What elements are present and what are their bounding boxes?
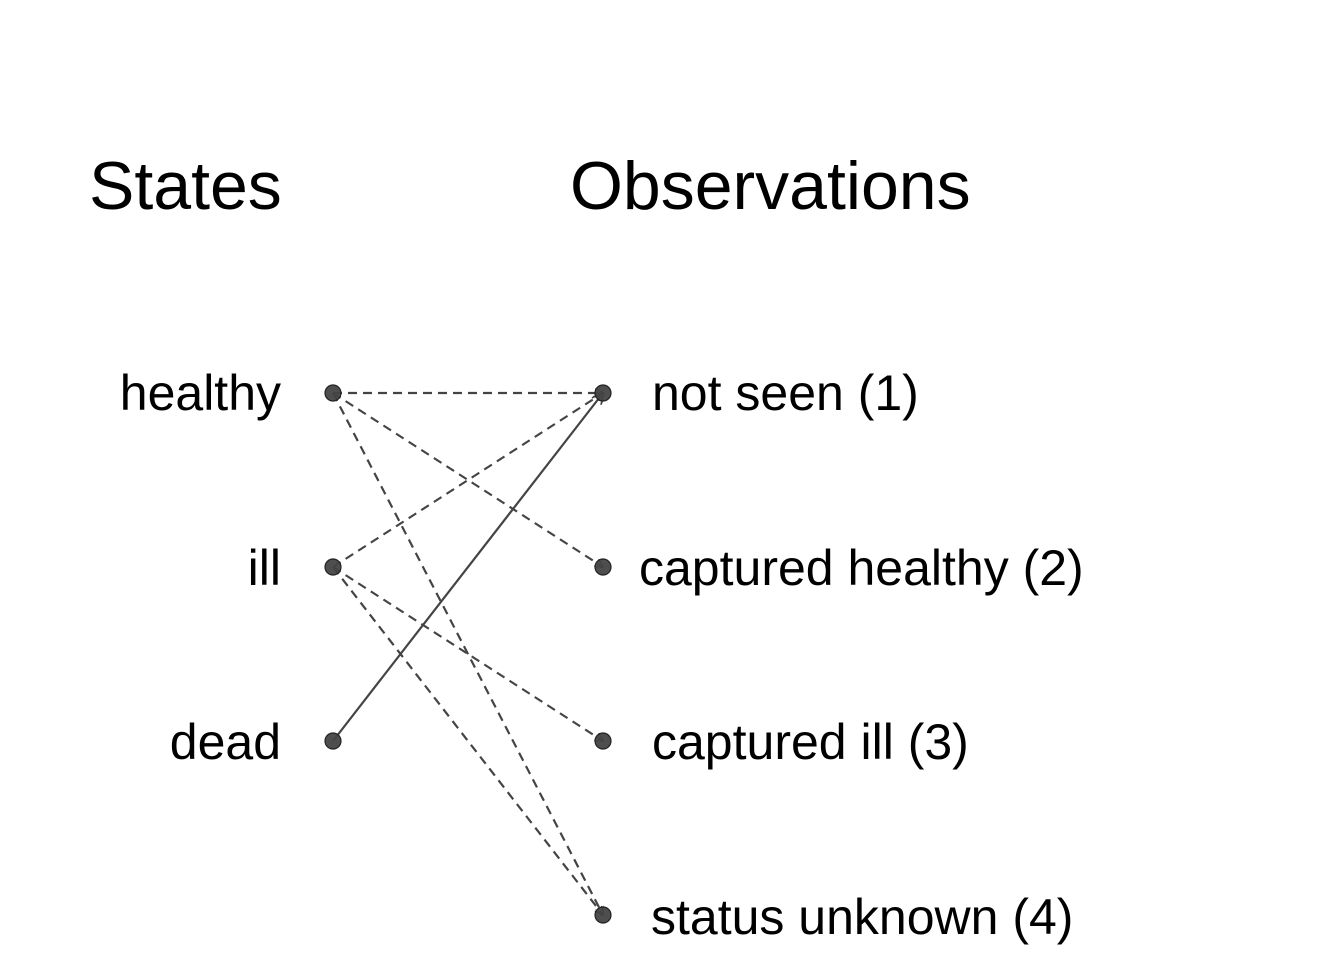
edge-dead-to-not-seen bbox=[332, 393, 603, 742]
observation-node-captured-healthy bbox=[594, 558, 612, 576]
observation-label-status-unknown: status unknown (4) bbox=[651, 889, 1074, 945]
edge-healthy-to-captured-healthy bbox=[332, 392, 603, 567]
state-label-ill: ill bbox=[247, 540, 281, 596]
observation-label-captured-ill: captured ill (3) bbox=[652, 714, 969, 770]
state-node-dead bbox=[324, 732, 342, 750]
state-node-healthy bbox=[324, 384, 342, 402]
observation-node-captured-ill bbox=[594, 732, 612, 750]
states-heading: States bbox=[89, 148, 282, 224]
observation-node-not-seen bbox=[594, 384, 612, 402]
edge-ill-to-not-seen bbox=[332, 393, 603, 568]
state-node-ill bbox=[324, 558, 342, 576]
observation-label-captured-healthy: captured healthy (2) bbox=[639, 540, 1084, 596]
observation-label-not-seen: not seen (1) bbox=[652, 365, 919, 421]
edge-ill-to-captured-ill bbox=[332, 566, 603, 741]
edges-layer bbox=[332, 392, 603, 915]
nodes-layer bbox=[324, 384, 612, 924]
state-label-dead: dead bbox=[169, 714, 281, 770]
observation-node-status-unknown bbox=[594, 906, 612, 924]
observations-heading: Observations bbox=[570, 148, 971, 224]
state-label-healthy: healthy bbox=[119, 365, 281, 421]
edge-healthy-to-status-unknown bbox=[332, 392, 603, 915]
edge-ill-to-status-unknown bbox=[332, 566, 603, 915]
